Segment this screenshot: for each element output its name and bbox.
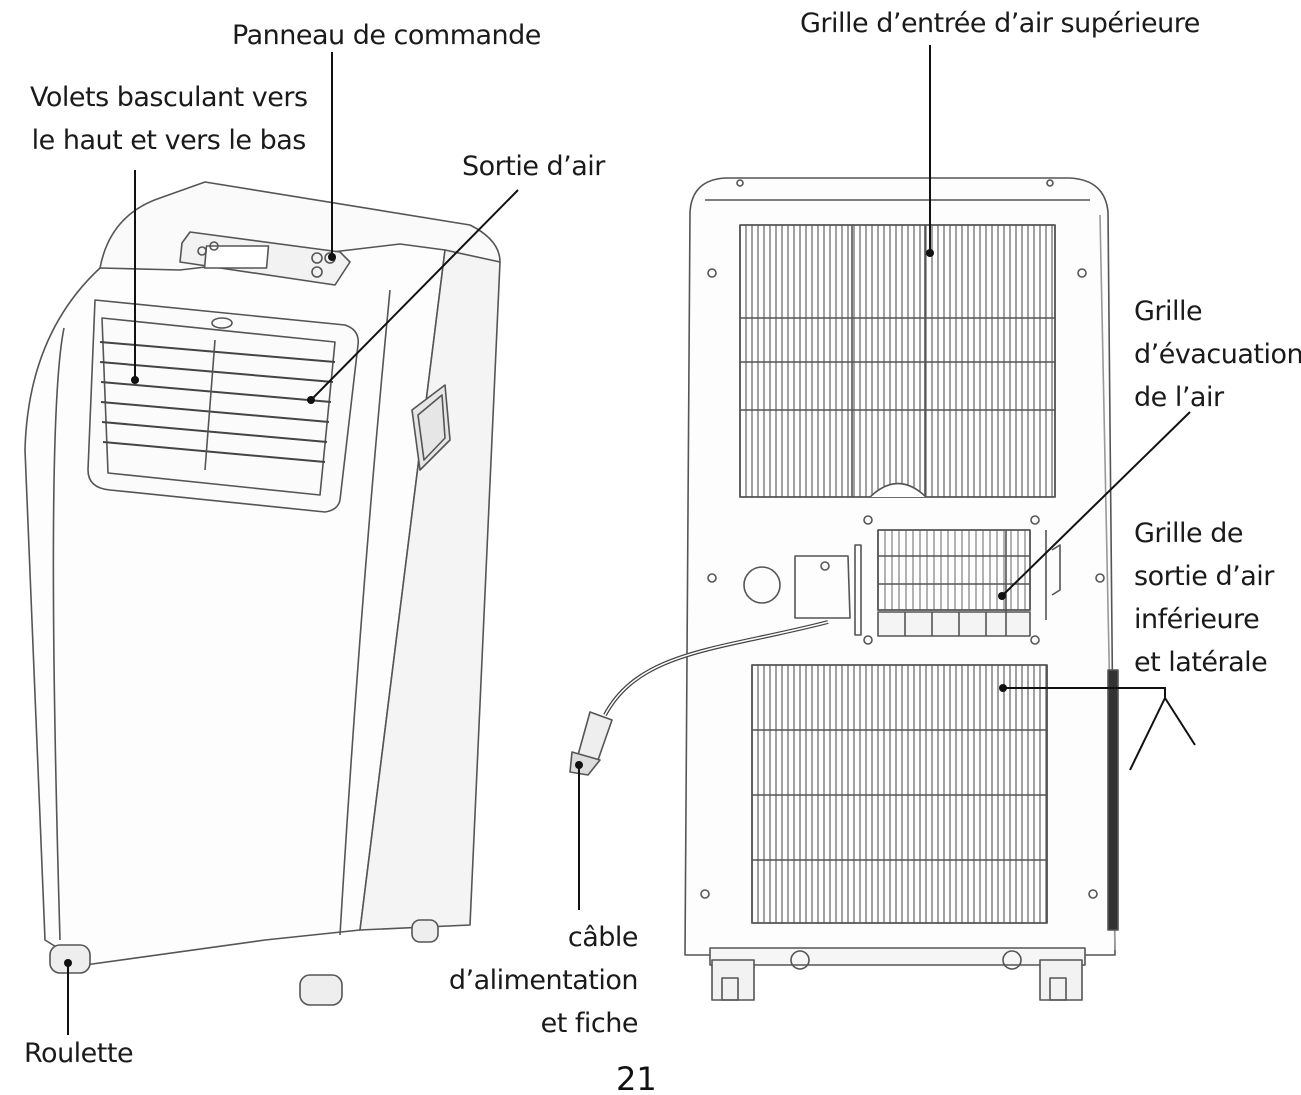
caster-label: Roulette: [24, 1038, 134, 1069]
back-unit: [569, 177, 1119, 1001]
louvers-label: Volets basculant vers le haut et vers le…: [30, 82, 308, 156]
power-cable-label: câble d’alimentation et fiche: [448, 922, 639, 1039]
front-unit: [24, 181, 501, 1006]
back-screws: [700, 179, 1105, 899]
control-panel-label: Panneau de commande: [232, 20, 541, 51]
upper-intake-grille-label: Grille d’entrée d’air supérieure: [800, 8, 1200, 39]
lower-side-grille-label: Grille de sortie d’air inférieure et lat…: [1134, 518, 1274, 678]
caster-wheels: [49, 919, 439, 1006]
exhaust-grille-label: Grille d’évacuation de l’air: [1134, 296, 1301, 413]
air-outlet-label: Sortie d’air: [462, 151, 605, 182]
louver-slats: [99, 341, 336, 463]
leader-lines: [64, 45, 1196, 1035]
page-number: 21: [616, 1060, 657, 1095]
